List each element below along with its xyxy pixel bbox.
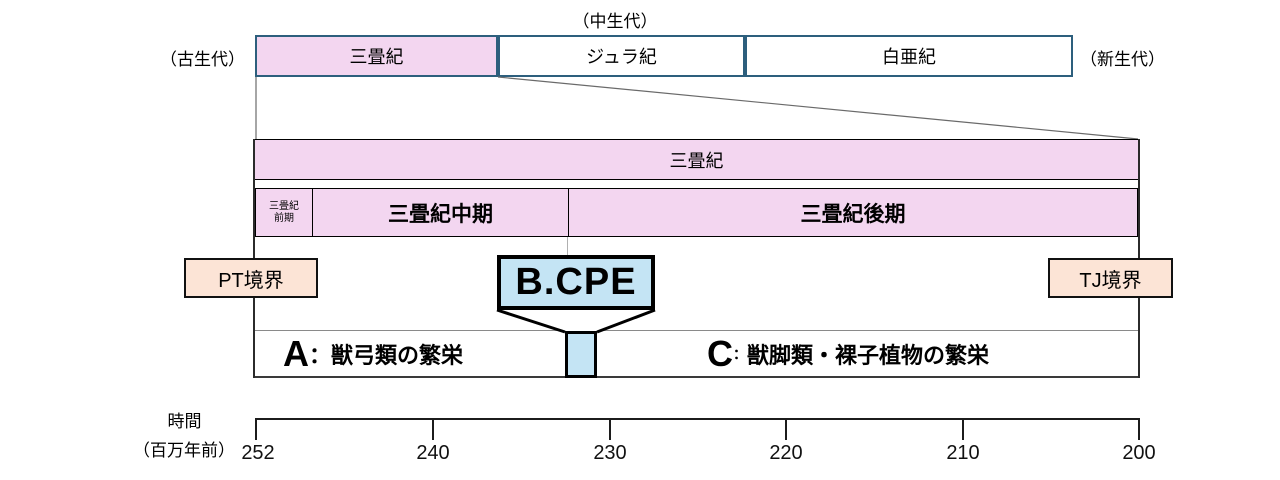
subperiod-middle: 三畳紀中期 bbox=[312, 188, 569, 237]
axis-label-230: 230 bbox=[593, 442, 627, 464]
events-row: A：獣弓類の繁栄 C：獣脚類・裸子植物の繁栄 bbox=[255, 330, 1138, 378]
period-triassic: 三畳紀 bbox=[255, 35, 498, 77]
subperiod-middle-label: 三畳紀中期 bbox=[388, 202, 493, 226]
axis-title-line1: 時間 bbox=[167, 412, 202, 431]
subperiod-early-line2: 前期 bbox=[274, 212, 294, 224]
axis-tick-210 bbox=[962, 418, 964, 440]
period-jurassic: ジュラ紀 bbox=[498, 35, 745, 77]
subperiod-late-label: 三畳紀後期 bbox=[800, 202, 906, 226]
tj-boundary-label: TJ境界 bbox=[1079, 269, 1142, 292]
event-c-text: 獣脚類・裸子植物の繁栄 bbox=[747, 342, 990, 368]
paleozoic-label: （古生代） bbox=[160, 50, 245, 69]
pt-boundary-label: PT境界 bbox=[218, 269, 284, 292]
axis-label-210: 210 bbox=[946, 442, 980, 464]
cenozoic-label: （新生代） bbox=[1080, 50, 1165, 69]
event-c-letter: C bbox=[707, 332, 733, 374]
period-jurassic-label: ジュラ紀 bbox=[586, 47, 657, 67]
axis-title-line2: （百万年前） bbox=[133, 441, 235, 460]
triassic-bar-label: 三畳紀 bbox=[669, 150, 724, 171]
time-axis-line bbox=[255, 418, 1140, 420]
pt-boundary-box: PT境界 bbox=[184, 258, 318, 298]
axis-tick-230 bbox=[609, 418, 611, 440]
cpe-label: B.CPE bbox=[515, 261, 637, 303]
axis-label-220: 220 bbox=[769, 442, 803, 464]
axis-label-200: 200 bbox=[1122, 442, 1156, 464]
triassic-detail-panel: 三畳紀 三畳紀 前期 三畳紀中期 三畳紀後期 A：獣弓類の繁栄 C：獣脚類・裸子… bbox=[253, 139, 1140, 378]
event-c-colon: ： bbox=[733, 345, 747, 362]
event-a-text: ：獣弓類の繁栄 bbox=[309, 342, 464, 368]
axis-tick-240 bbox=[432, 418, 434, 440]
subperiod-early: 三畳紀 前期 bbox=[255, 188, 313, 237]
period-cretaceous-label: 白亜紀 bbox=[882, 47, 936, 67]
subperiod-late: 三畳紀後期 bbox=[568, 188, 1138, 237]
tj-boundary-box: TJ境界 bbox=[1048, 258, 1173, 298]
cpe-box: B.CPE bbox=[497, 255, 655, 310]
axis-tick-200 bbox=[1138, 418, 1140, 440]
axis-tick-252 bbox=[255, 418, 257, 440]
triassic-bar: 三畳紀 bbox=[255, 139, 1138, 180]
event-c: C：獣脚類・裸子植物の繁栄 bbox=[707, 331, 989, 376]
subperiod-early-line1: 三畳紀 bbox=[269, 200, 299, 212]
cpe-stem bbox=[565, 331, 597, 378]
period-triassic-label: 三畳紀 bbox=[349, 47, 404, 67]
axis-label-240: 240 bbox=[416, 442, 450, 464]
period-cretaceous: 白亜紀 bbox=[745, 35, 1073, 77]
mesozoic-label: （中生代） bbox=[572, 12, 658, 31]
event-a: A：獣弓類の繁栄 bbox=[283, 331, 463, 376]
axis-tick-220 bbox=[785, 418, 787, 440]
axis-label-252: 252 bbox=[241, 442, 275, 464]
event-a-letter: A bbox=[283, 332, 309, 374]
